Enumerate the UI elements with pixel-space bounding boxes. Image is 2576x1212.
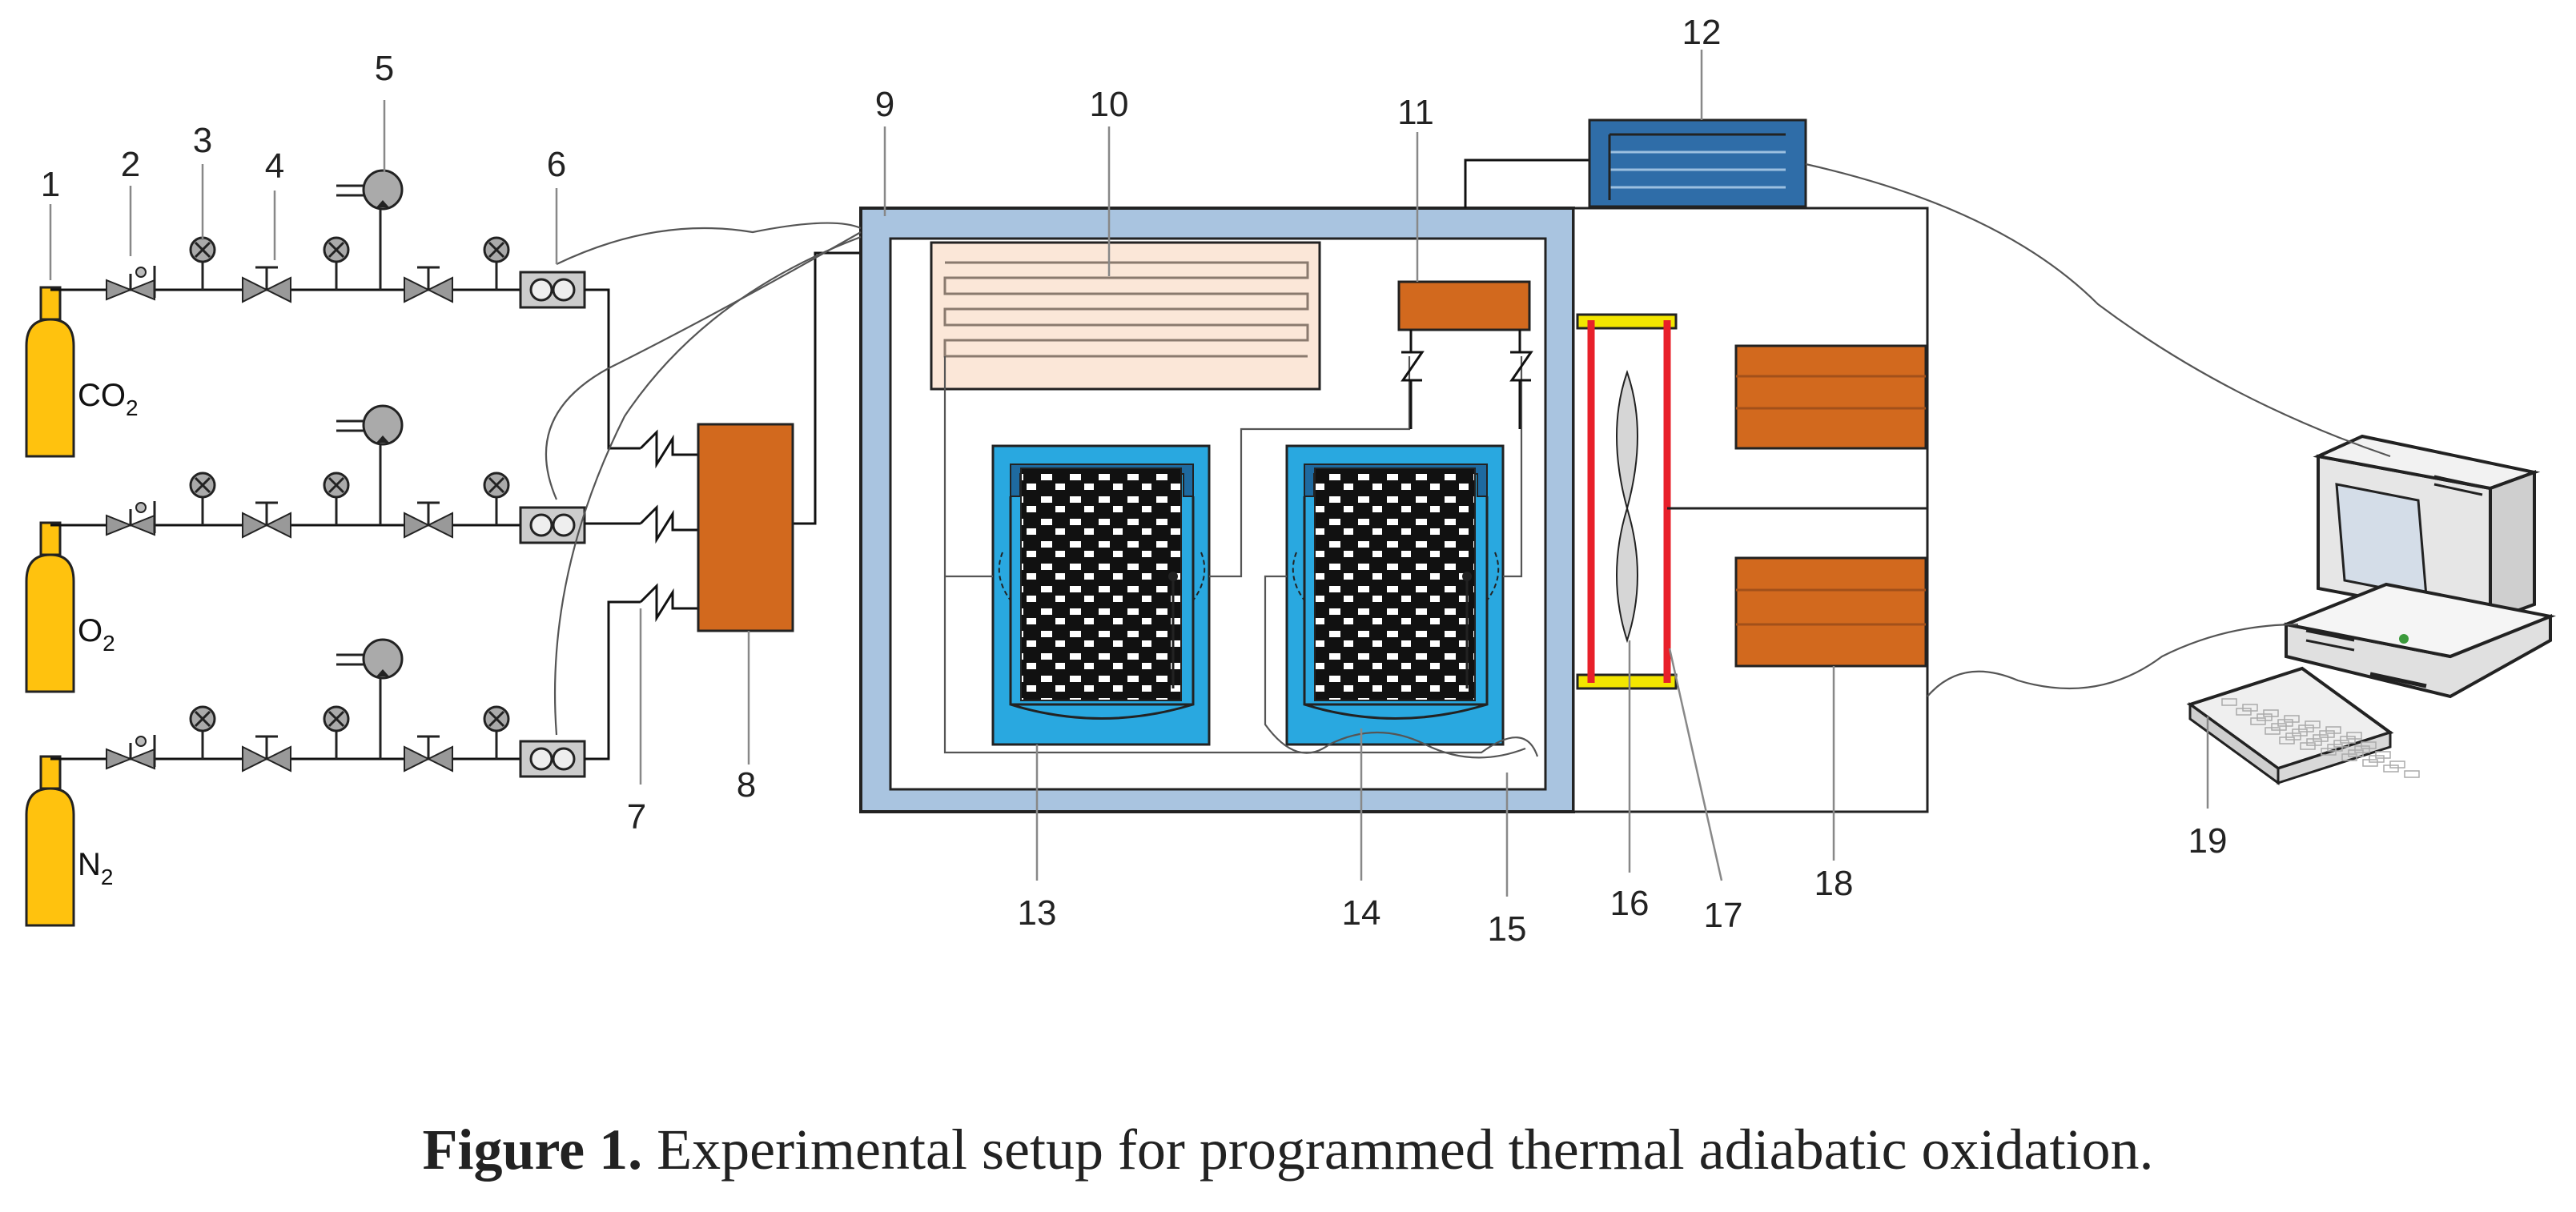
component-number-4: 4	[265, 146, 284, 186]
gas-label: CO2	[78, 378, 139, 420]
gas-label: N2	[78, 847, 113, 889]
component-number-13: 13	[1018, 893, 1057, 933]
gas-row-3: N2	[25, 638, 586, 927]
gas-label: O2	[78, 613, 115, 656]
component-number-1: 1	[41, 165, 60, 204]
caption-label: Figure 1.	[422, 1118, 643, 1182]
gas-cylinder	[25, 521, 75, 693]
figure-caption: Figure 1. Experimental setup for program…	[0, 1117, 2576, 1183]
component-number-12: 12	[1682, 13, 1722, 52]
cooling-unit	[1588, 118, 1807, 208]
check-valve-7	[639, 429, 698, 623]
gas-row-1: CO2	[25, 169, 586, 458]
gas-analyzer	[1397, 280, 1533, 429]
temperature-controllers	[1734, 344, 1927, 668]
component-number-10: 10	[1090, 85, 1129, 124]
component-number-3: 3	[193, 121, 212, 160]
component-number-15: 15	[1488, 909, 1527, 949]
component-number-7: 7	[627, 797, 646, 837]
component-number-2: 2	[121, 145, 140, 184]
caption-text: Experimental setup for programmed therma…	[657, 1118, 2154, 1182]
gas-row-2: O2	[25, 404, 586, 693]
component-number-19: 19	[2188, 821, 2228, 861]
gas-cylinder	[25, 286, 75, 458]
computer	[2186, 434, 2557, 785]
component-number-5: 5	[375, 49, 394, 88]
coal-reactor-11	[991, 444, 1211, 746]
component-number-18: 18	[1814, 864, 1854, 903]
chamber-internal-piping	[943, 356, 1539, 759]
component-number-9: 9	[875, 85, 894, 124]
signal-cables	[545, 163, 2391, 736]
component-number-11: 11	[1397, 93, 1434, 132]
component-number-6: 6	[547, 145, 566, 184]
gas-mixing-tank	[697, 423, 794, 632]
coal-reactor-12	[1285, 444, 1505, 746]
gas-cylinder	[25, 755, 75, 927]
preheating-coil	[930, 241, 1321, 391]
leader-lines	[49, 50, 2209, 897]
fan-heater	[1576, 313, 1927, 690]
component-number-17: 17	[1704, 896, 1743, 935]
component-number-14: 14	[1342, 893, 1381, 933]
component-number-16: 16	[1610, 884, 1650, 923]
control-box	[1572, 207, 1929, 813]
component-number-8: 8	[737, 765, 756, 805]
